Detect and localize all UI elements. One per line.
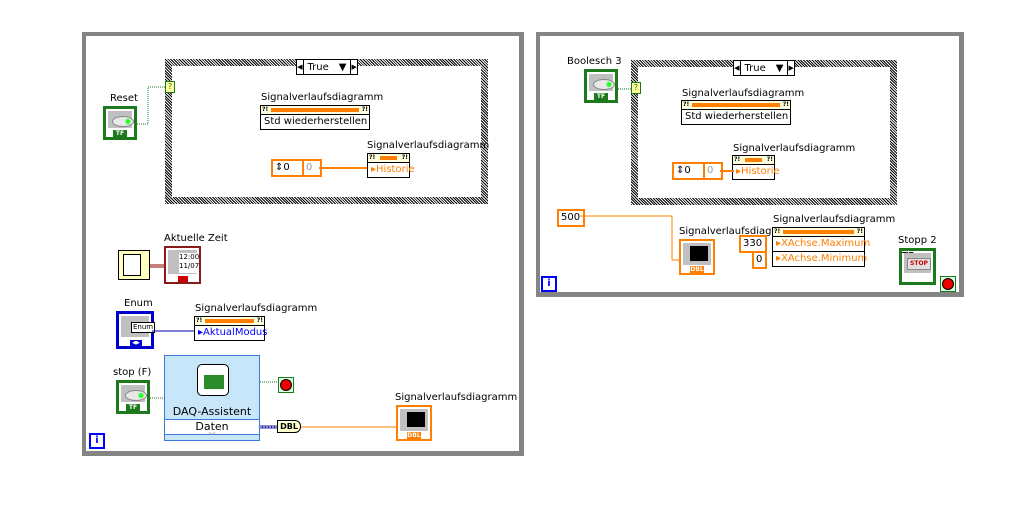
historie-wire — [319, 167, 367, 169]
enum-badge-icon: ◀▶ — [130, 340, 142, 346]
tf-badge: TF — [594, 93, 608, 100]
property-node-historie[interactable]: ?!?! ▸Historie — [732, 155, 780, 180]
chevron-down-icon[interactable]: ▼ — [775, 62, 784, 74]
prop-hist-label: Signalverlaufsdiagramm — [367, 140, 490, 151]
daq-assistant[interactable]: DAQ-Assistent Daten ︾ — [164, 355, 260, 441]
historie-index-constant[interactable]: ⇕0 — [672, 162, 706, 180]
dbl-conversion[interactable]: DBL — [277, 420, 301, 433]
daq-output-daten[interactable]: Daten — [165, 419, 259, 435]
enum-text: Enum — [131, 322, 156, 333]
historie-index-constant[interactable]: ⇕0 — [271, 159, 305, 177]
property-node-historie[interactable]: ?!?! ▸Historie — [367, 153, 415, 178]
stop-f-label: stop (F) — [113, 367, 152, 378]
time-display: 12:00 — [179, 253, 200, 261]
enum-terminal[interactable]: Enum ◀▶ — [116, 311, 156, 349]
waveform-chart-terminal[interactable]: DBL — [679, 239, 715, 275]
boolesch-3-terminal[interactable]: TF — [584, 69, 618, 103]
prop-axis-label: Signalverlaufsdiagramm — [773, 214, 896, 225]
daq-title: DAQ-Assistent — [172, 405, 252, 418]
constant-0[interactable]: 0 — [752, 251, 767, 269]
get-date-time-function-icon[interactable] — [118, 250, 150, 280]
stop-indicator[interactable] — [278, 377, 294, 393]
prop-row-historie[interactable]: ▸Historie — [736, 166, 780, 177]
aktuelle-zeit-indicator[interactable]: 12:00 11/07 — [164, 246, 201, 284]
dbl-badge: DBL — [407, 432, 421, 439]
boolesch-3-label: Boolesch 3 — [567, 56, 622, 67]
prop-std-label: Signalverlaufsdiagramm — [682, 88, 805, 99]
stopp-2-label: Stopp 2 — [898, 235, 937, 246]
chart-icon — [407, 412, 425, 427]
decrement-case-icon[interactable]: ◀ — [734, 61, 741, 75]
case-selector[interactable]: ◀ True ▼ ▶ — [296, 59, 358, 75]
time-wire — [150, 264, 166, 268]
chart-label: Signalverlaufsdiagramm — [395, 392, 518, 403]
aktuelle-zeit-label: Aktuelle Zeit — [164, 233, 228, 244]
prop-row-std[interactable]: Std wiederherstellen — [264, 116, 368, 127]
daq-stop-wire — [260, 381, 280, 383]
case-selector-value: True — [307, 61, 329, 73]
decrement-case-icon[interactable]: ◀ — [297, 60, 304, 74]
tf-badge: TF — [113, 130, 127, 137]
enum-label: Enum — [124, 298, 153, 309]
chart-label: Signalverlaufsdiagramm — [679, 226, 802, 237]
led-icon — [593, 79, 615, 90]
led-icon — [112, 116, 134, 127]
case-selector[interactable]: ◀ True ▼ ▶ — [733, 60, 795, 76]
reset-terminal[interactable]: TF — [103, 106, 137, 140]
loop-condition-stop[interactable] — [940, 276, 956, 292]
prop-mode-label: Signalverlaufsdiagramm — [195, 303, 318, 314]
bool3-wire — [618, 88, 632, 90]
increment-case-icon[interactable]: ▶ — [787, 61, 794, 75]
historie-array-constant[interactable]: 0 — [302, 159, 322, 177]
enum-wire — [152, 330, 196, 332]
500-wire — [580, 215, 680, 261]
chart-icon — [690, 246, 708, 261]
prop-hist-label: Signalverlaufsdiagramm — [733, 143, 856, 154]
waveform-chart-terminal[interactable]: DBL — [396, 405, 432, 441]
property-node-aktualmodus[interactable]: ?!?! ▸AktualModus — [194, 316, 268, 341]
dbl-badge: DBL — [690, 266, 704, 273]
reset-label: Reset — [110, 93, 138, 104]
constant-500[interactable]: 500 — [557, 209, 585, 227]
property-node-std[interactable]: ?!?! Std wiederherstellen — [681, 100, 791, 125]
stop-button-icon: STOP — [907, 258, 931, 270]
case-selector-terminal[interactable]: ? — [165, 81, 175, 93]
prop-row-std[interactable]: Std wiederherstellen — [685, 111, 789, 122]
case-selector-value: True — [744, 62, 766, 74]
property-node-std[interactable]: ?!?! Std wiederherstellen — [260, 105, 370, 130]
reset-wire — [137, 86, 166, 125]
case-structure-2[interactable] — [631, 60, 897, 205]
case-structure-1[interactable] — [165, 59, 488, 204]
daq-card-icon — [197, 364, 229, 396]
case-selector-terminal[interactable]: ? — [631, 82, 641, 94]
prop-row-xachse-minimum[interactable]: ▸XAchse.Minimum — [773, 251, 867, 266]
stopp-2-terminal[interactable]: STOP TF — [899, 248, 936, 285]
prop-row-historie[interactable]: ▸Historie — [371, 164, 415, 175]
iteration-terminal[interactable]: i — [89, 433, 105, 449]
stop-wire — [150, 397, 166, 399]
historie-wire — [720, 170, 734, 172]
expand-chevron-icon[interactable]: ︾ — [208, 432, 216, 440]
timestamp-icon — [178, 276, 188, 282]
chevron-down-icon[interactable]: ▼ — [338, 61, 347, 73]
tf-badge: TF — [126, 404, 140, 411]
stop-f-terminal[interactable]: TF — [116, 380, 150, 414]
prop-std-label: Signalverlaufsdiagramm — [261, 92, 384, 103]
property-node-xachse[interactable]: ?!?! ▸XAchse.Maximum ▸XAchse.Minimum — [772, 227, 871, 267]
led-icon — [125, 390, 147, 401]
daq-data-wire — [260, 425, 400, 429]
date-display: 11/07 — [179, 262, 200, 270]
prop-row-aktualmodus[interactable]: ▸AktualModus — [198, 327, 268, 338]
increment-case-icon[interactable]: ▶ — [350, 60, 357, 74]
iteration-terminal[interactable]: i — [541, 276, 557, 292]
prop-row-xachse-maximum[interactable]: ▸XAchse.Maximum — [776, 238, 871, 249]
